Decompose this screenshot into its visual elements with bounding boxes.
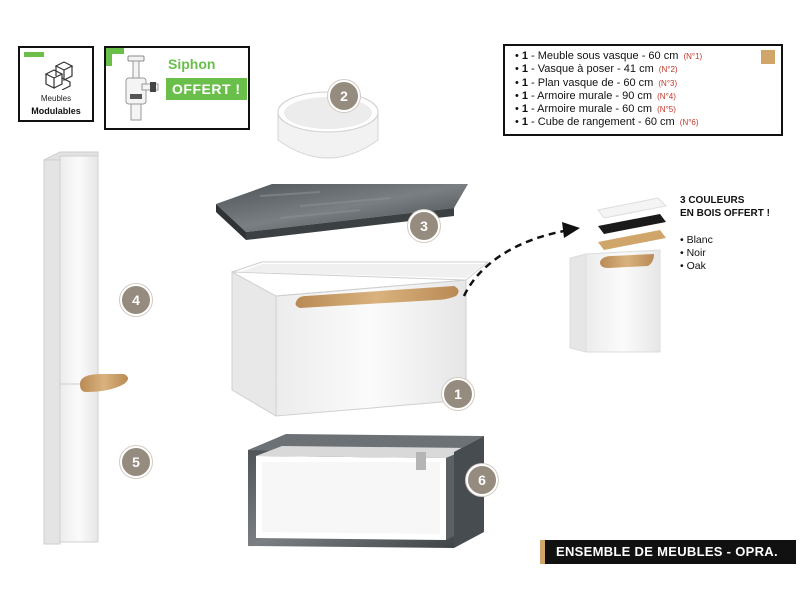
- wood-color-swatch: [761, 50, 775, 64]
- siphon-title: Siphon: [168, 56, 216, 72]
- tall-wall-cabinet: [43, 151, 128, 545]
- siphon-offer-badge: Siphon OFFERT !: [104, 46, 250, 130]
- modular-label-line1: Meubles: [40, 94, 72, 103]
- color-variants-illustration: [569, 197, 668, 353]
- product-set-banner: ENSEMBLE DE MEUBLES - OPRA.: [540, 540, 796, 564]
- number-badge-1: 1: [442, 378, 474, 410]
- items-list-box: •1 - Meuble sous vasque - 60 cm (N°1) •1…: [503, 44, 783, 136]
- color-option-oak: • Oak: [680, 260, 706, 272]
- number-badge-2: 2: [328, 80, 360, 112]
- colors-title-line2: EN BOIS OFFERT !: [680, 208, 770, 219]
- colors-title: 3 COULEURS EN BOIS OFFERT !: [680, 194, 770, 220]
- countertop: [216, 184, 468, 240]
- number-badge-3: 3: [408, 210, 440, 242]
- modular-cubes-icon: [44, 61, 74, 90]
- color-option-blanc: • Blanc: [680, 234, 713, 246]
- list-item: •1 - Vasque à poser - 41 cm (N°2): [515, 63, 678, 76]
- siphon-icon: [112, 54, 160, 124]
- number-badge-6: 6: [466, 464, 498, 496]
- colors-list: • Blanc • Noir • Oak: [680, 234, 713, 273]
- round-basin: [277, 91, 379, 159]
- color-option-noir: • Noir: [680, 247, 706, 259]
- modular-furniture-badge: Meubles Modulables: [18, 46, 94, 122]
- list-item: •1 - Armoire murale - 60 cm (N°5): [515, 103, 676, 116]
- list-item: •1 - Cube de rangement - 60 cm (N°6): [515, 116, 699, 129]
- green-accent: [24, 52, 44, 57]
- modular-label-line2: Modulables: [31, 106, 81, 116]
- storage-cube: [248, 434, 484, 548]
- siphon-offer-label: OFFERT !: [166, 78, 247, 100]
- number-badge-4: 4: [120, 284, 152, 316]
- number-badge-5: 5: [120, 446, 152, 478]
- items-list: •1 - Meuble sous vasque - 60 cm (N°1) •1…: [505, 46, 781, 130]
- banner-title: ENSEMBLE DE MEUBLES - OPRA.: [556, 544, 778, 559]
- list-item: •1 - Armoire murale - 90 cm (N°4): [515, 89, 676, 102]
- banner-accent: [540, 540, 545, 564]
- list-item: •1 - Meuble sous vasque - 60 cm (N°1): [515, 50, 703, 62]
- arrow-icon: [462, 222, 580, 297]
- list-item: •1 - Plan vasque de - 60 cm (N°3): [515, 76, 678, 89]
- colors-title-line1: 3 COULEURS: [680, 195, 745, 206]
